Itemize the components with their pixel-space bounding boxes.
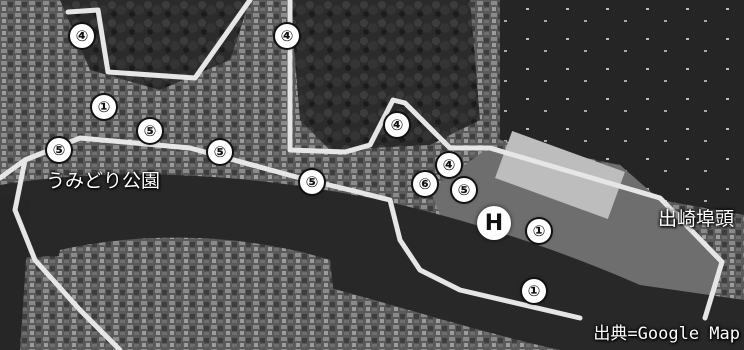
marker-4[interactable]: ④ [437,153,461,177]
marker-5[interactable]: ⑤ [300,170,324,194]
marker-5[interactable]: ⑤ [452,178,476,202]
south-town [40,237,340,350]
marker-1[interactable]: ① [522,279,546,303]
river-water [0,174,744,350]
heliport-icon[interactable]: H [477,206,511,240]
marker-4[interactable]: ④ [275,24,299,48]
marker-6[interactable]: ⑥ [413,172,437,196]
warehouse [495,130,625,220]
marker-5[interactable]: ⑤ [47,138,71,162]
bay-water [500,0,744,215]
marker-4[interactable]: ④ [70,24,94,48]
marker-5[interactable]: ⑤ [208,140,232,164]
marker-5[interactable]: ⑤ [138,119,162,143]
marker-4[interactable]: ④ [385,113,409,137]
marker-1[interactable]: ① [92,95,116,119]
forest-area [290,0,480,150]
map-source-credit: 出典=Google Map [593,324,740,344]
label-umidori-park: うみどり公園 [46,170,161,192]
pier-area [430,148,722,315]
label-desaki-pier: 出崎埠頭 [658,208,735,230]
marker-1[interactable]: ① [527,219,551,243]
route-boundary [0,0,725,350]
